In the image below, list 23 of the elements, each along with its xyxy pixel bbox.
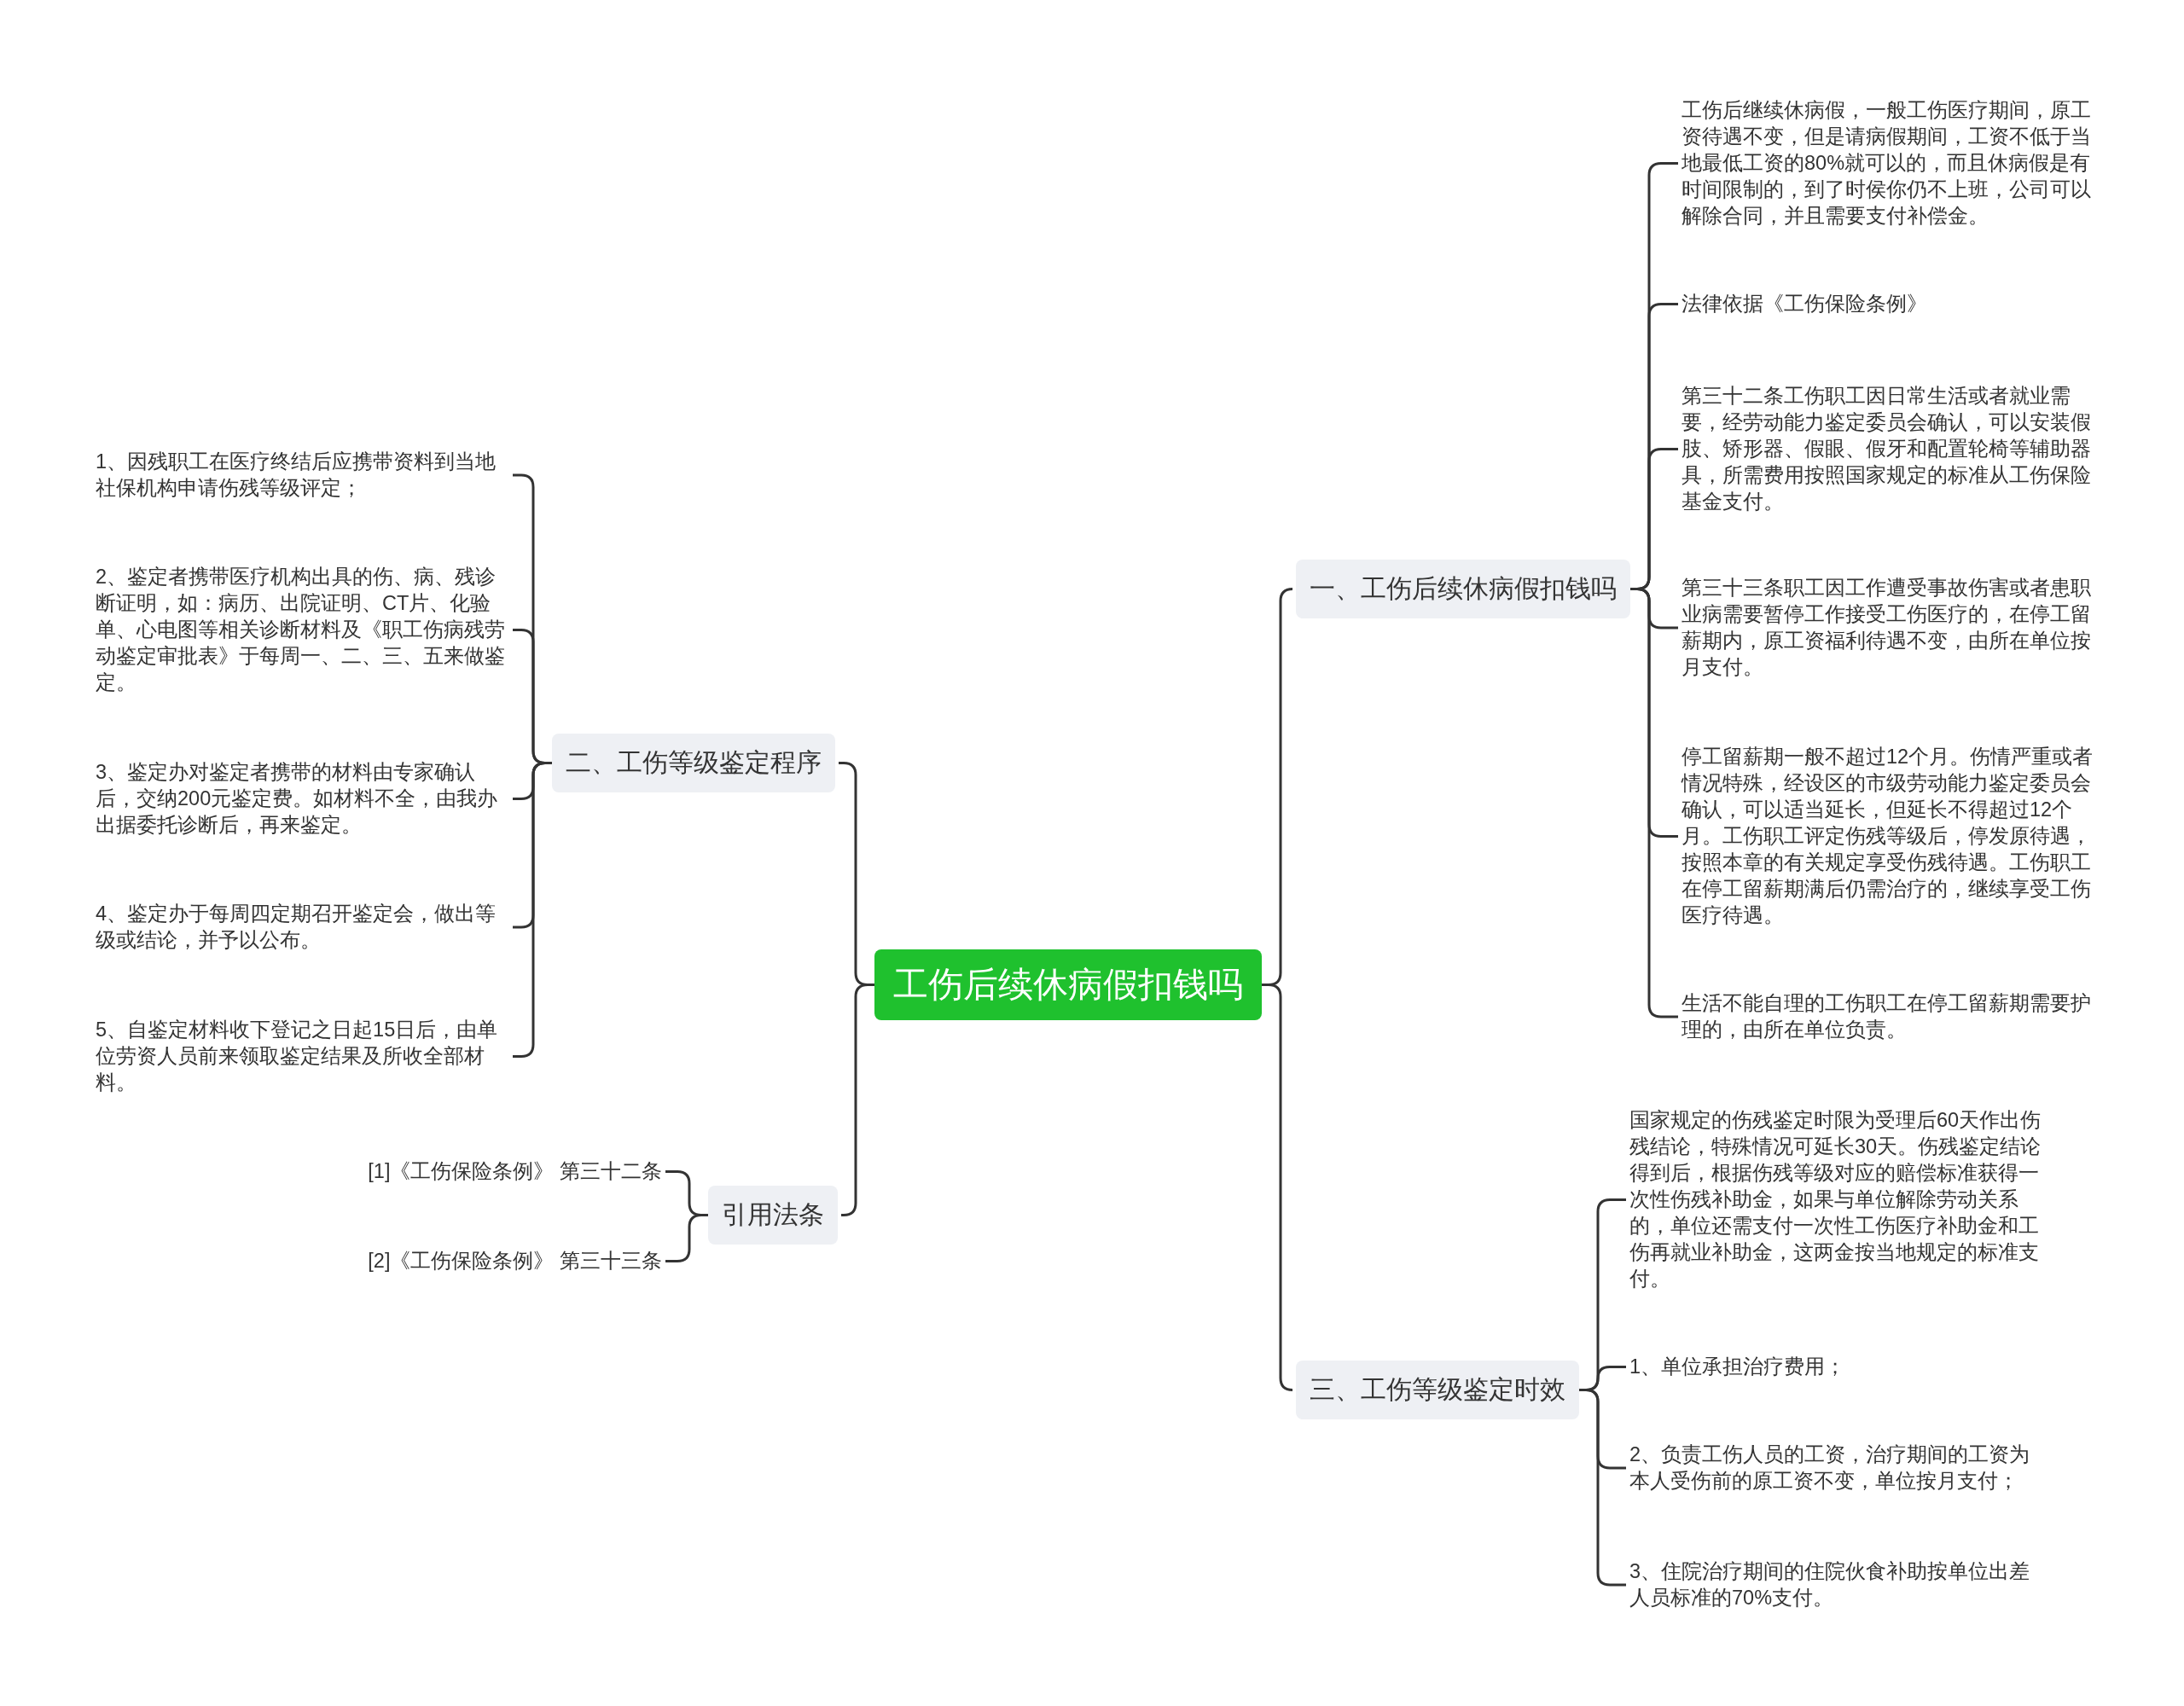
topic-box: 二、工伤等级鉴定程序	[552, 734, 835, 792]
subtopic-text: 停工留薪期一般不超过12个月。伤情严重或者情况特殊，经设区的市级劳动能力鉴定委员会确认，可以适当延长，但延长不得超过12个月。工伤职工评定伤残等级后，停发原待遇，按照本章的有关规定享受伤残待遇。工伤职工在停工留薪期满后仍需治疗的，继续享受工伤医疗待遇。	[1682, 744, 2100, 929]
connector-line	[1262, 984, 1294, 1391]
subtopic-text: 1、因残职工在医疗终结后应携带资料到当地社保机构申请伤残等级评定；	[96, 449, 509, 502]
topic-box: 引用法条	[708, 1186, 838, 1245]
subtopic-text: 2、负责工伤人员的工资，治疗期间的工资为本人受伤前的原工资不变，单位按月支付；	[1629, 1442, 2043, 1494]
subtopic-text: 5、自鉴定材料收下登记之日起15日后，由单位劳资人员前来领取鉴定结果及所收全部材料。	[96, 1017, 509, 1096]
subtopic-text: 1、单位承担治疗费用；	[1629, 1354, 2043, 1380]
topic-box: 三、工伤等级鉴定时效	[1296, 1361, 1579, 1419]
subtopic-text: 工伤后继续休病假，一般工伤医疗期间，原工资待遇不变，但是请病假期间，工资不低于当地最低工资的80%就可以的，而且休病假是有时间限制的，到了时侯你仍不上班，公司可以解除合同，并且需要支付补偿金。	[1682, 97, 2100, 229]
subtopic-text: [1]《工伤保险条例》 第三十二条	[341, 1158, 662, 1185]
subtopic-text: 法律依据《工伤保险条例》	[1682, 291, 2100, 317]
subtopic-text: 国家规定的伤残鉴定时限为受理后60天作出伤残结论，特殊情况可延长30天。伤残鉴定结论得到后，根据伤残等级对应的赔偿标准获得一次性伤残补助金，如果与单位解除劳动关系的，单位还需支付一次性工伤医疗补助金和工伤再就业补助金，这两金按当地规定的标准支付。	[1629, 1107, 2043, 1292]
central-topic-box: 工伤后续休病假扣钱吗	[874, 949, 1262, 1020]
subtopic-text: [2]《工伤保险条例》 第三十三条	[341, 1248, 662, 1274]
topic-box: 一、工伤后续休病假扣钱吗	[1296, 560, 1630, 618]
subtopic-text: 生活不能自理的工伤职工在停工留薪期需要护理的，由所在单位负责。	[1682, 990, 2100, 1043]
subtopic-text: 4、鉴定办于每周四定期召开鉴定会，做出等级或结论，并予以公布。	[96, 901, 509, 954]
subtopic-text: 2、鉴定者携带医疗机构出具的伤、病、残诊断证明，如：病历、出院证明、CT片、化验单、心电图等相关诊断材料及《职工伤病残劳动鉴定审批表》于每周一、二、三、五来做鉴定。	[96, 564, 509, 696]
subtopic-text: 3、住院治疗期间的住院伙食补助按单位出差人员标准的70%支付。	[1629, 1558, 2043, 1611]
subtopic-text: 3、鉴定办对鉴定者携带的材料由专家确认后，交纳200元鉴定费。如材料不全，由我办出据委托诊断后，再来鉴定。	[96, 759, 509, 838]
subtopic-text: 第三十二条工伤职工因日常生活或者就业需要，经劳动能力鉴定委员会确认，可以安装假肢、矫形器、假眼、假牙和配置轮椅等辅助器具，所需费用按照国家规定的标准从工伤保险基金支付。	[1682, 383, 2100, 515]
subtopic-text: 第三十三条职工因工作遭受事故伤害或者患职业病需要暂停工作接受工伤医疗的，在停工留薪期内，原工资福利待遇不变，由所在单位按月支付。	[1682, 575, 2100, 681]
